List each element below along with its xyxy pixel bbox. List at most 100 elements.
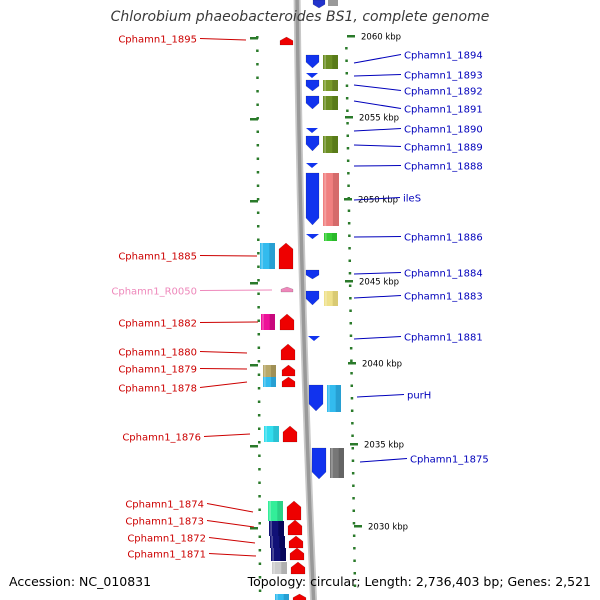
left-gene-label: Cphamn1_1885 [118, 252, 197, 263]
cds-cylinder-shade [332, 291, 338, 306]
left-connector [206, 520, 255, 528]
left-gene-label: Cphamn1_1878 [118, 384, 197, 395]
genes-value: 2,521 [555, 574, 591, 589]
cds-chevron [306, 73, 318, 78]
cds-cylinder-shade [269, 314, 275, 330]
major-tick [348, 362, 356, 365]
cds-cylinder-shade [280, 548, 286, 561]
accession-value: NC_010831 [79, 574, 152, 589]
scale-tick-dot [256, 211, 260, 214]
purH-arrow [308, 384, 324, 412]
scale-tick-dot [347, 222, 351, 225]
cds-cylinder-gloss [272, 548, 274, 561]
major-tick [344, 198, 352, 201]
cds-cylinder-shade [277, 501, 283, 521]
cds-cylinder-shade [332, 55, 338, 69]
cds-arrow [292, 593, 307, 600]
cds-cylinder [323, 80, 338, 91]
right-connector [353, 128, 402, 132]
cds-cylinder-shade [269, 243, 275, 269]
left-connector [206, 503, 254, 513]
left-gene-label: Cphamn1_1873 [125, 517, 204, 528]
purH-cylinder-shade [335, 385, 341, 412]
scale-tick-dot [350, 384, 354, 387]
cds-cylinder-gloss [324, 55, 326, 69]
scale-tick-dot [258, 549, 262, 552]
scale-tick-dot [346, 109, 349, 112]
left-connector [199, 289, 273, 291]
scale-tick-dot [352, 497, 355, 500]
scale-tick-dot [258, 535, 262, 538]
gene-features [260, 0, 344, 600]
scale-label: 2050 kbp [358, 196, 398, 206]
scale-tick-dot [256, 171, 260, 174]
cds-arrow [290, 561, 306, 575]
right-gene-label: Cphamn1_1894 [404, 51, 483, 62]
right-connector [353, 74, 402, 77]
scale-tick-dot [258, 454, 261, 457]
scale-tick-dot [350, 372, 353, 375]
cds-cylinder-shade [271, 365, 276, 377]
right-connector [353, 100, 402, 109]
cds-arrow [282, 425, 298, 443]
scale-label: 2060 kbp [361, 33, 401, 43]
scale-tick-dot [256, 225, 260, 228]
scale-tick-dot [256, 49, 259, 52]
ileS-cylinder-shade [332, 173, 339, 226]
length-value: 2,736,403 bp [415, 574, 500, 589]
scale-tick-dot [346, 147, 350, 150]
scale-tick-dot [347, 184, 350, 187]
scale-tick-dot [256, 103, 259, 106]
scale-tick-dot [347, 172, 350, 175]
scale-tick-dot [347, 209, 351, 212]
cds-cylinder-gloss [324, 80, 326, 91]
scale-tick-dot [256, 76, 259, 79]
right-connector [353, 54, 402, 64]
right-gene-label: Cphamn1_1891 [404, 105, 483, 116]
scale-tick-dot [345, 97, 349, 100]
left-connector [199, 321, 259, 323]
length-label: Length: [364, 574, 412, 589]
scale-label: 2035 kbp [364, 441, 404, 451]
cds-cylinder-shade [332, 96, 338, 110]
scale-tick-dot [350, 397, 354, 400]
cds-cylinder-gloss [324, 96, 326, 110]
scale-tick-dot [256, 144, 260, 147]
right-gene-label: Cphamn1_1875 [410, 455, 489, 466]
major-tick [345, 116, 353, 119]
scale-tick-dot [258, 589, 262, 592]
left-connector [208, 537, 256, 544]
scale-tick-dot [348, 272, 352, 275]
scale-tick-dot [351, 422, 354, 425]
genes-label: Genes: [507, 574, 552, 589]
major-tick [250, 527, 258, 530]
cds-arrow [279, 313, 295, 331]
cds-chevron [306, 163, 318, 168]
scale-tick-dot [257, 400, 261, 403]
topology-label: Topology: [247, 574, 307, 589]
scale-tick-dot [257, 373, 261, 376]
scale-tick-dot [352, 522, 356, 525]
cds-cylinder-gloss [271, 536, 273, 548]
cds-cylinder-shade [281, 562, 287, 574]
scale-tick-dot [352, 509, 356, 512]
cds-arrow [289, 547, 305, 561]
scale-tick-dot [353, 572, 357, 575]
cds-arrow [288, 535, 304, 549]
left-gene-label: Cphamn1_R0050 [111, 287, 197, 298]
right-connector [353, 236, 402, 238]
scale-tick-dot [353, 584, 357, 587]
backbone-line [295, 0, 316, 600]
scale-tick-dot [345, 84, 349, 87]
cds-arrow [280, 343, 296, 361]
major-tick [250, 37, 258, 40]
major-tick [354, 525, 362, 528]
scale-tick-dot [346, 134, 350, 137]
scale-tick-dot [257, 238, 260, 241]
scale-tick-dot [348, 284, 352, 287]
cds-cylinder-gloss [324, 136, 326, 153]
scale-tick-dot [257, 252, 260, 255]
scale-tick-dot [349, 309, 352, 312]
right-gene-label: Cphamn1_1888 [404, 162, 483, 173]
